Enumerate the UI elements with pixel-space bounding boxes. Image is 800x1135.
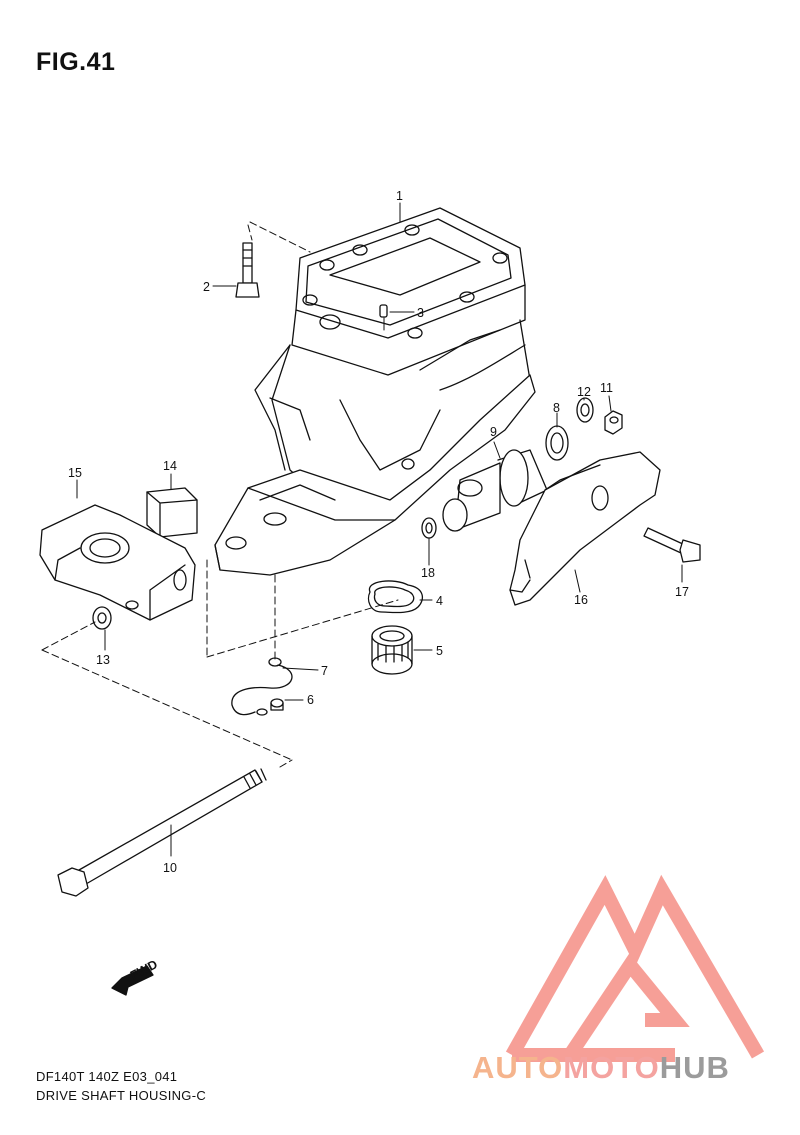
bolt-part-2 [235,242,260,298]
figure-code: DF140T 140Z E03_041 [36,1069,178,1084]
screw-part-6 [256,698,284,716]
mount-bracket-part-15 [39,504,196,621]
callout-10: 10 [163,861,177,875]
dowel-pin-part-3 [379,304,388,318]
callout-9: 9 [490,425,497,439]
callout-6: 6 [307,693,314,707]
washer-part-18 [421,517,437,539]
callout-15: 15 [68,466,82,480]
gasket-part-4 [367,580,424,614]
washer-part-8 [545,425,569,461]
mount-cover-part-16 [509,451,661,606]
figure-name: DRIVE SHAFT HOUSING-C [36,1088,207,1103]
drive-shaft-housing-part [214,207,536,576]
callout-3: 3 [417,306,424,320]
callout-1: 1 [396,189,403,203]
washer-part-13 [92,606,112,630]
bearing-part-5 [371,625,413,675]
callout-5: 5 [436,644,443,658]
watermark-moto: MOTO [563,1050,660,1085]
bushing-part-9 [442,449,548,532]
nut-part-11 [604,410,623,435]
watermark-hub: HUB [659,1050,730,1085]
assembly-dashed-lines [41,221,399,768]
callout-2: 2 [203,280,210,294]
callout-14: 14 [163,459,177,473]
callout-17: 17 [675,585,689,599]
callout-18: 18 [421,566,435,580]
washer-part-12 [576,397,594,423]
callout-16: 16 [574,593,588,607]
callout-13: 13 [96,653,110,667]
callout-11: 11 [600,381,613,395]
figure-title: FIG.41 [36,48,116,76]
callout-4: 4 [436,594,443,608]
watermark-auto: AUTO [472,1050,564,1085]
fwd-arrow-icon [111,965,154,996]
rubber-block-part-14 [146,487,198,538]
watermark-text: AUTOMOTOHUB [472,1050,730,1086]
leader-lines [76,202,683,857]
callout-12: 12 [577,385,591,399]
long-bolt-part-10 [57,768,267,897]
bolt-part-17 [643,527,701,563]
automotohub-logo-icon [505,874,765,1062]
callout-8: 8 [553,401,560,415]
callout-7: 7 [321,664,328,678]
